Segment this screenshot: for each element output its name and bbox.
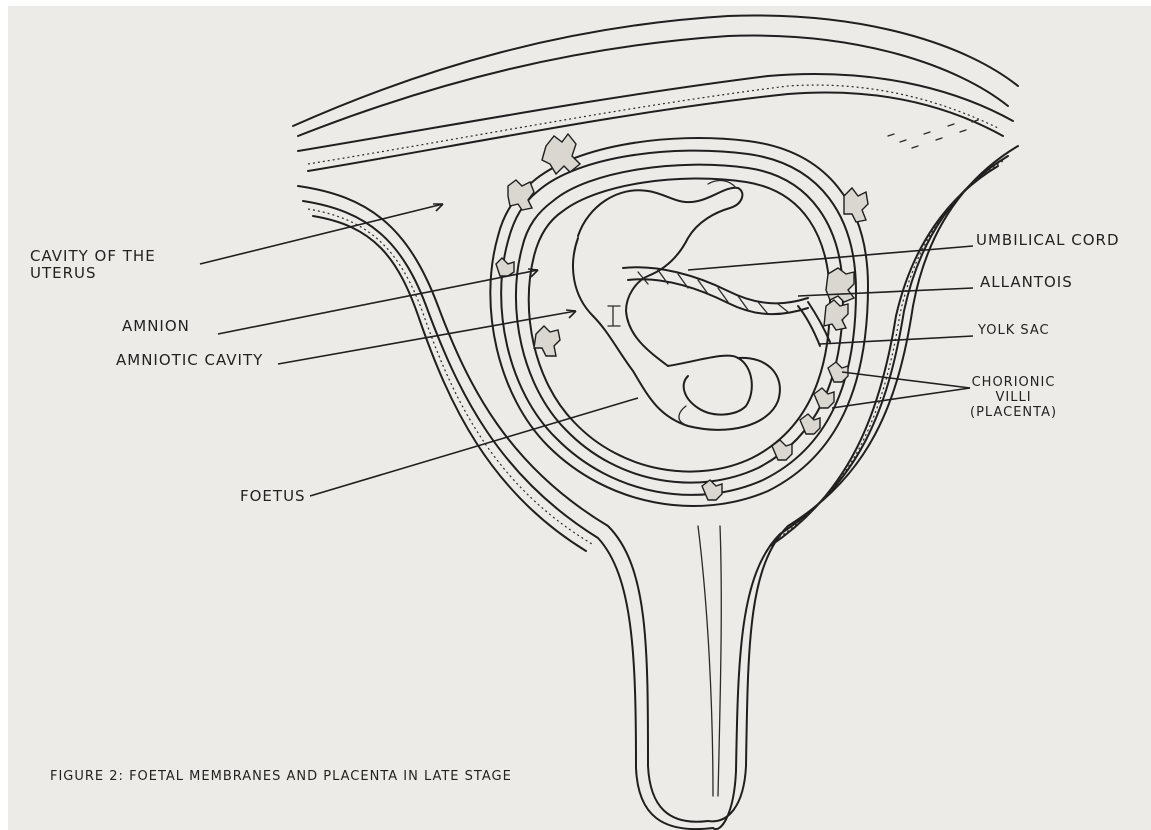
label-cavity-of-uterus: CAVITY OF THE UTERUS — [30, 248, 156, 283]
figure-caption: FIGURE 2: FOETAL MEMBRANES AND PLACENTA … — [50, 770, 512, 785]
label-cavity-of-uterus-line1: CAVITY OF THE — [30, 248, 156, 265]
label-amnion: AMNION — [122, 318, 190, 335]
label-cavity-of-uterus-line2: UTERUS — [30, 265, 156, 282]
leader-chorionic-villi-a — [842, 372, 970, 388]
leader-allantois — [798, 288, 973, 296]
leader-yolk-sac — [820, 336, 973, 344]
label-yolk-sac: YOLK SAC — [978, 324, 1050, 339]
label-foetus: FOETUS — [240, 488, 306, 505]
label-umbilical-cord: UMBILICAL CORD — [976, 232, 1120, 249]
label-chorionic-villi-line2: VILLI — [970, 391, 1057, 406]
paper-sheet: CAVITY OF THE UTERUS AMNION AMNIOTIC CAV… — [8, 6, 1151, 830]
label-amniotic-cavity: AMNIOTIC CAVITY — [116, 352, 263, 369]
leader-cavity-of-uterus — [200, 204, 443, 264]
uterus-wall — [293, 16, 1018, 830]
umbilical-structures — [623, 267, 830, 346]
foetal-membranes — [490, 138, 868, 506]
label-chorionic-villi: CHORIONIC VILLI (PLACENTA) — [970, 376, 1057, 421]
label-chorionic-villi-line1: CHORIONIC — [970, 376, 1057, 391]
foetus-figure — [573, 181, 780, 430]
label-chorionic-villi-line3: (PLACENTA) — [970, 406, 1057, 421]
label-allantois: ALLANTOIS — [980, 274, 1073, 291]
leader-umbilical-cord — [688, 246, 973, 270]
